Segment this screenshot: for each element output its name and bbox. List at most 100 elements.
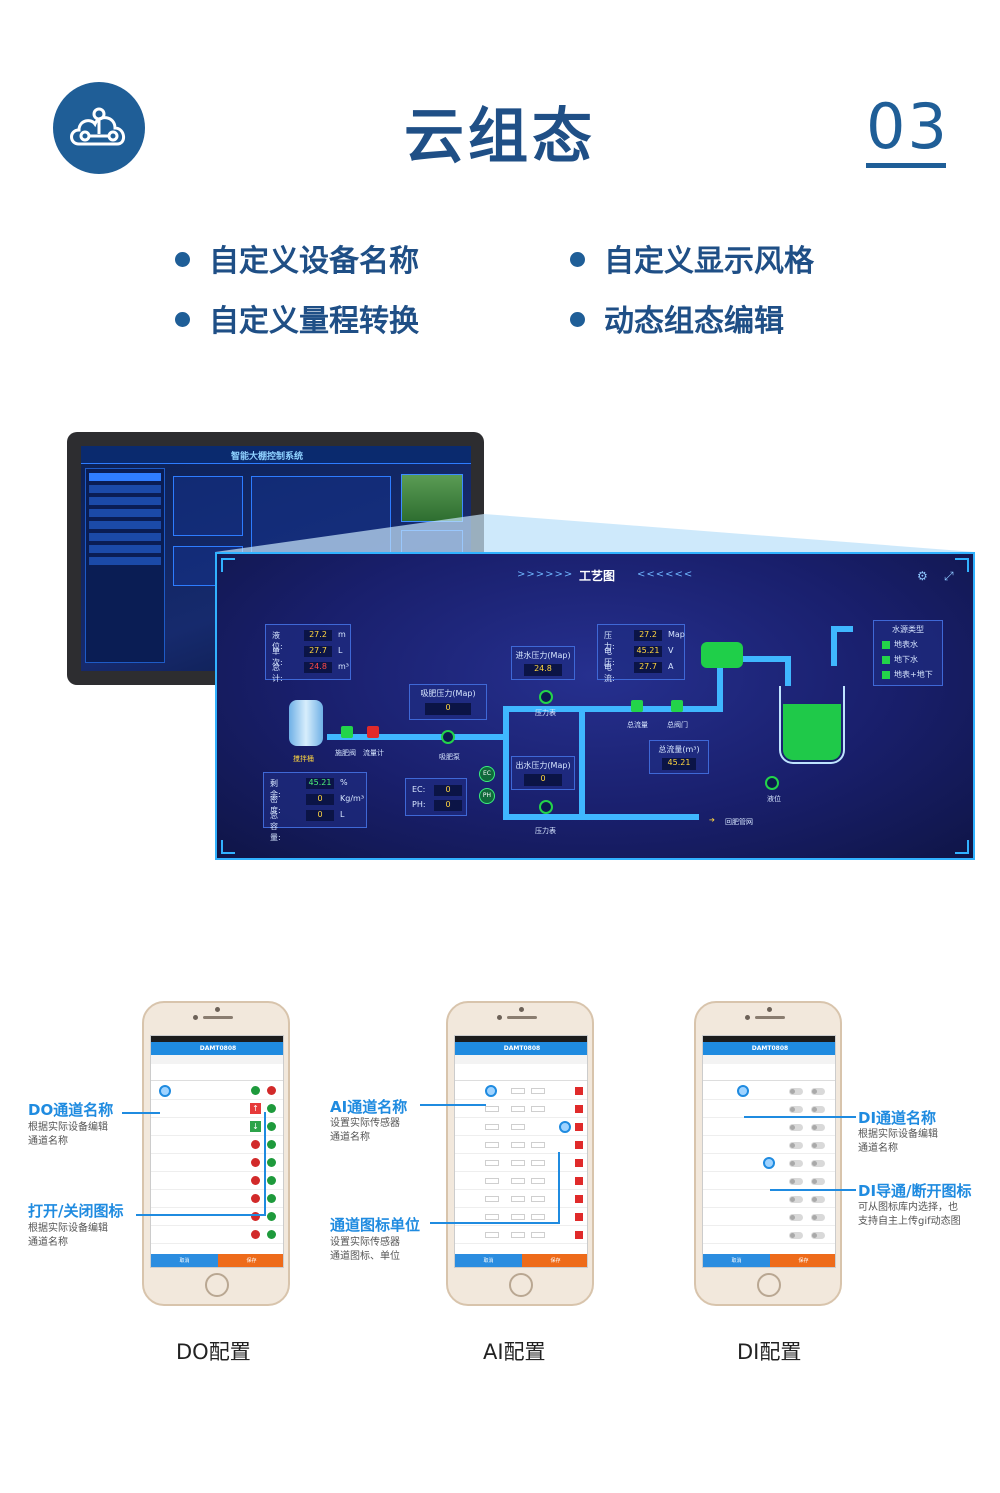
cancel-button[interactable]: 取消 bbox=[151, 1254, 218, 1267]
table-row[interactable] bbox=[455, 1100, 587, 1118]
cancel-button[interactable]: 取消 bbox=[703, 1254, 770, 1267]
table-row[interactable] bbox=[455, 1172, 587, 1190]
state-toggle[interactable] bbox=[811, 1088, 825, 1095]
table-row[interactable] bbox=[703, 1118, 835, 1136]
unit-icon[interactable] bbox=[575, 1213, 583, 1221]
table-row[interactable] bbox=[703, 1154, 835, 1172]
state-toggle[interactable] bbox=[789, 1142, 803, 1149]
table-row[interactable] bbox=[151, 1172, 283, 1190]
unit-icon[interactable] bbox=[575, 1123, 583, 1131]
fert-valve-icon[interactable] bbox=[341, 726, 353, 738]
table-row[interactable] bbox=[455, 1082, 587, 1100]
table-row[interactable] bbox=[703, 1136, 835, 1154]
table-row[interactable] bbox=[455, 1208, 587, 1226]
frame-corner bbox=[221, 558, 235, 572]
water-source-option[interactable]: 地下水 bbox=[882, 654, 918, 665]
unit-icon[interactable] bbox=[575, 1141, 583, 1149]
total-flow-meter-icon[interactable] bbox=[631, 700, 643, 712]
status-icon[interactable] bbox=[267, 1176, 276, 1185]
status-icon[interactable] bbox=[267, 1230, 276, 1239]
status-icon[interactable] bbox=[251, 1140, 260, 1149]
unit-icon[interactable] bbox=[575, 1105, 583, 1113]
home-button[interactable] bbox=[757, 1273, 781, 1297]
status-icon[interactable] bbox=[251, 1176, 260, 1185]
checkbox-icon[interactable] bbox=[882, 670, 890, 679]
status-icon[interactable] bbox=[267, 1140, 276, 1149]
status-icon[interactable] bbox=[267, 1122, 276, 1131]
total-flow-box: 总流量(m³) 45.21 bbox=[649, 740, 709, 774]
table-row[interactable] bbox=[455, 1118, 587, 1136]
status-icon[interactable] bbox=[251, 1230, 260, 1239]
table-row[interactable] bbox=[455, 1154, 587, 1172]
pipe bbox=[831, 626, 853, 632]
state-toggle[interactable] bbox=[811, 1178, 825, 1185]
state-toggle[interactable] bbox=[811, 1196, 825, 1203]
table-row[interactable] bbox=[455, 1136, 587, 1154]
cancel-button[interactable]: 取消 bbox=[455, 1254, 522, 1267]
home-button[interactable] bbox=[509, 1273, 533, 1297]
home-button[interactable] bbox=[205, 1273, 229, 1297]
state-toggle[interactable] bbox=[789, 1088, 803, 1095]
save-button[interactable]: 保存 bbox=[218, 1254, 283, 1267]
status-icon[interactable] bbox=[267, 1194, 276, 1203]
status-icon[interactable] bbox=[251, 1212, 260, 1221]
status-icon[interactable] bbox=[251, 1194, 260, 1203]
alarm-icon[interactable] bbox=[267, 1086, 276, 1095]
state-toggle[interactable] bbox=[789, 1232, 803, 1239]
table-row[interactable]: ↓ bbox=[151, 1118, 283, 1136]
unit-icon[interactable] bbox=[575, 1087, 583, 1095]
up-arrow-icon[interactable]: ↑ bbox=[250, 1103, 261, 1114]
state-toggle[interactable] bbox=[789, 1196, 803, 1203]
state-toggle[interactable] bbox=[789, 1160, 803, 1167]
state-toggle[interactable] bbox=[789, 1106, 803, 1113]
table-row[interactable] bbox=[455, 1226, 587, 1244]
state-toggle[interactable] bbox=[811, 1160, 825, 1167]
state-toggle[interactable] bbox=[789, 1214, 803, 1221]
state-toggle[interactable] bbox=[811, 1106, 825, 1113]
table-row[interactable] bbox=[151, 1082, 283, 1100]
main-valve-icon[interactable] bbox=[671, 700, 683, 712]
table-row[interactable] bbox=[151, 1136, 283, 1154]
save-button[interactable]: 保存 bbox=[770, 1254, 835, 1267]
save-button[interactable]: 保存 bbox=[522, 1254, 587, 1267]
status-icon[interactable] bbox=[251, 1158, 260, 1167]
speaker bbox=[755, 1016, 785, 1019]
table-row[interactable] bbox=[151, 1226, 283, 1244]
table-row[interactable] bbox=[703, 1190, 835, 1208]
table-row[interactable] bbox=[151, 1208, 283, 1226]
table-row[interactable] bbox=[703, 1208, 835, 1226]
status-icon[interactable] bbox=[267, 1104, 276, 1113]
water-source-option[interactable]: 地表+地下 bbox=[882, 669, 933, 680]
state-toggle[interactable] bbox=[811, 1214, 825, 1221]
annotation-title: DI通道名称 bbox=[858, 1109, 937, 1127]
tab-bar[interactable] bbox=[455, 1055, 587, 1064]
settings-icon[interactable]: ⚙ bbox=[917, 569, 928, 583]
table-row[interactable] bbox=[703, 1226, 835, 1244]
table-row[interactable] bbox=[151, 1154, 283, 1172]
water-source-option[interactable]: 地表水 bbox=[882, 639, 918, 650]
unit-icon[interactable] bbox=[575, 1159, 583, 1167]
checkbox-icon[interactable] bbox=[882, 640, 890, 649]
state-toggle[interactable] bbox=[811, 1124, 825, 1131]
open-icon[interactable] bbox=[251, 1086, 260, 1095]
tab-bar[interactable] bbox=[703, 1055, 835, 1064]
status-icon[interactable] bbox=[267, 1158, 276, 1167]
table-row[interactable]: ↑ bbox=[151, 1100, 283, 1118]
down-arrow-icon[interactable]: ↓ bbox=[250, 1121, 261, 1132]
status-icon[interactable] bbox=[267, 1212, 276, 1221]
table-row[interactable] bbox=[455, 1190, 587, 1208]
unit-icon[interactable] bbox=[575, 1195, 583, 1203]
flow-meter-icon[interactable] bbox=[367, 726, 379, 738]
fullscreen-icon[interactable]: ⤢ bbox=[944, 569, 954, 583]
tab-bar[interactable] bbox=[151, 1055, 283, 1064]
checkbox-icon[interactable] bbox=[882, 655, 890, 664]
state-toggle[interactable] bbox=[789, 1178, 803, 1185]
unit-icon[interactable] bbox=[575, 1177, 583, 1185]
unit-icon[interactable] bbox=[575, 1231, 583, 1239]
table-row[interactable] bbox=[151, 1190, 283, 1208]
table-row[interactable] bbox=[703, 1082, 835, 1100]
state-toggle[interactable] bbox=[811, 1142, 825, 1149]
table-row[interactable] bbox=[703, 1172, 835, 1190]
state-toggle[interactable] bbox=[789, 1124, 803, 1131]
state-toggle[interactable] bbox=[811, 1232, 825, 1239]
